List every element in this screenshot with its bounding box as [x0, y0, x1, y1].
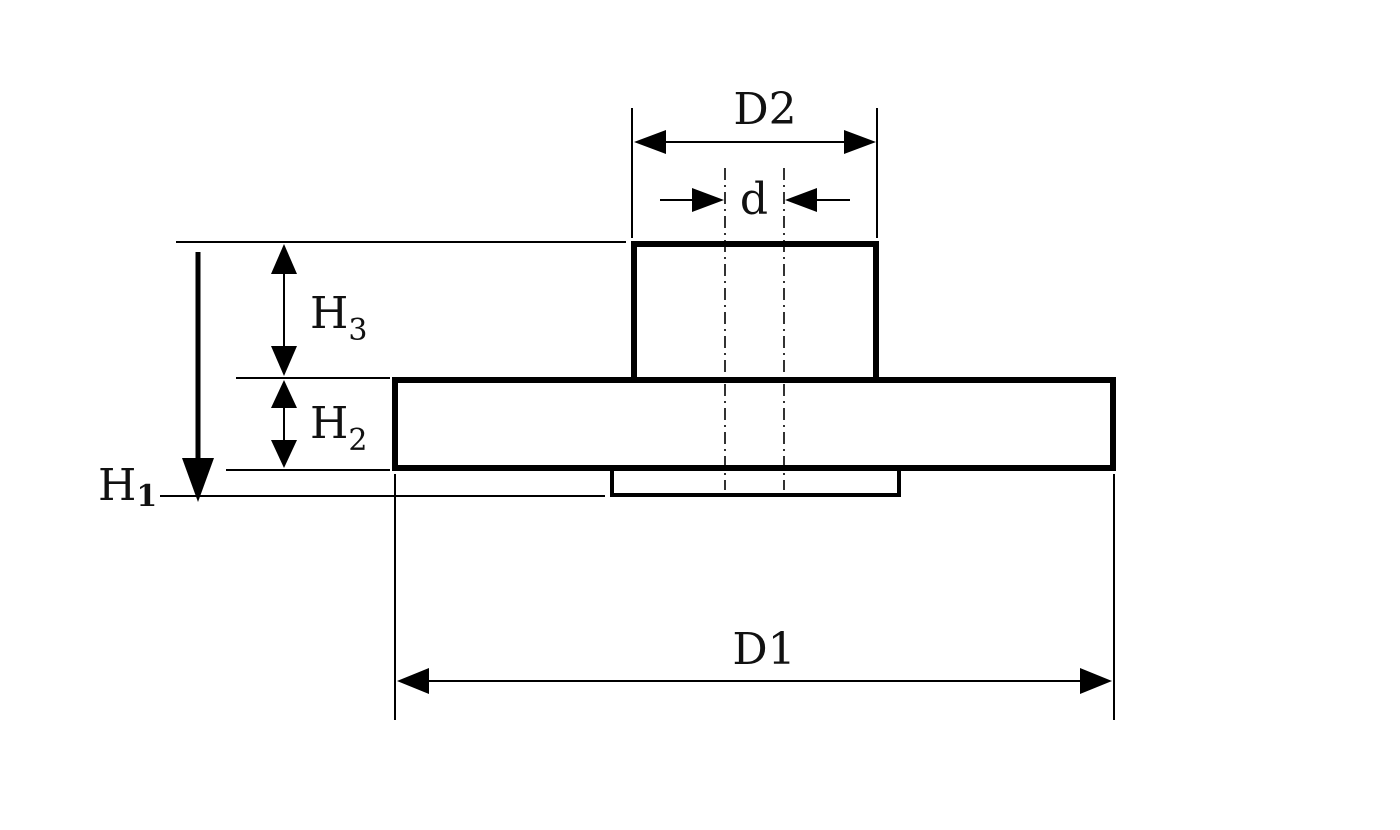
label-H1-main: H — [98, 460, 136, 511]
dim-H3: H3 — [271, 244, 367, 376]
label-H2-sub: 2 — [348, 423, 367, 458]
label-H3: H3 — [310, 288, 367, 348]
label-H1-sub: 1 — [136, 479, 157, 514]
bottom-spigot — [610, 466, 901, 497]
dim-H1-arrow — [182, 458, 214, 502]
label-D2: D2 — [733, 84, 796, 135]
dim-D1: D1 — [397, 624, 1112, 694]
flange-plate — [392, 377, 1116, 471]
hub-rect — [631, 241, 879, 383]
dim-d: d — [660, 174, 850, 225]
dim-d-arrow-right — [785, 188, 817, 212]
dim-D2: D2 — [634, 84, 876, 154]
dim-H3-arrow-top — [271, 244, 297, 274]
dim-H3-arrow-bottom — [271, 346, 297, 376]
label-D1: D1 — [732, 624, 795, 675]
dim-D2-arrow-left — [634, 130, 666, 154]
label-H3-main: H — [310, 288, 348, 339]
dim-D1-arrow-right — [1080, 668, 1112, 694]
dim-D1-arrow-left — [397, 668, 429, 694]
label-H2: H2 — [310, 398, 367, 458]
dim-H1: H1 — [98, 252, 214, 514]
label-H3-sub: 3 — [348, 313, 367, 348]
label-H2-main: H — [310, 398, 348, 449]
dim-H2-arrow-top — [271, 380, 297, 408]
extension-lines — [160, 108, 1115, 720]
dim-d-arrow-left — [692, 188, 724, 212]
dim-H2-arrow-bottom — [271, 440, 297, 468]
dim-D2-arrow-right — [844, 130, 876, 154]
part-outline — [392, 241, 1116, 497]
bore-centerlines — [724, 168, 785, 490]
label-d: d — [740, 174, 768, 225]
label-H1: H1 — [98, 460, 157, 514]
dim-H2: H2 — [271, 380, 367, 468]
